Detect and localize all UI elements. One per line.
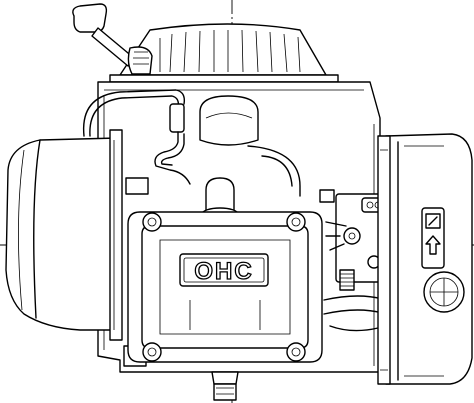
top-cover — [109, 23, 339, 83]
throttle-panel — [421, 207, 445, 269]
ohc-label: OHC — [194, 258, 253, 285]
oil-filler — [199, 95, 259, 146]
breather-hose — [247, 145, 301, 197]
arrow-up-icon — [425, 235, 441, 255]
fuel-line — [82, 89, 191, 185]
carburetor — [323, 193, 387, 332]
starter-handle — [72, 3, 153, 75]
ohc-badge: OHC — [179, 253, 269, 287]
mount-boss-left — [125, 177, 149, 195]
output-shaft — [211, 371, 239, 401]
valve-cover — [127, 211, 323, 363]
air-cleaner — [5, 129, 123, 341]
